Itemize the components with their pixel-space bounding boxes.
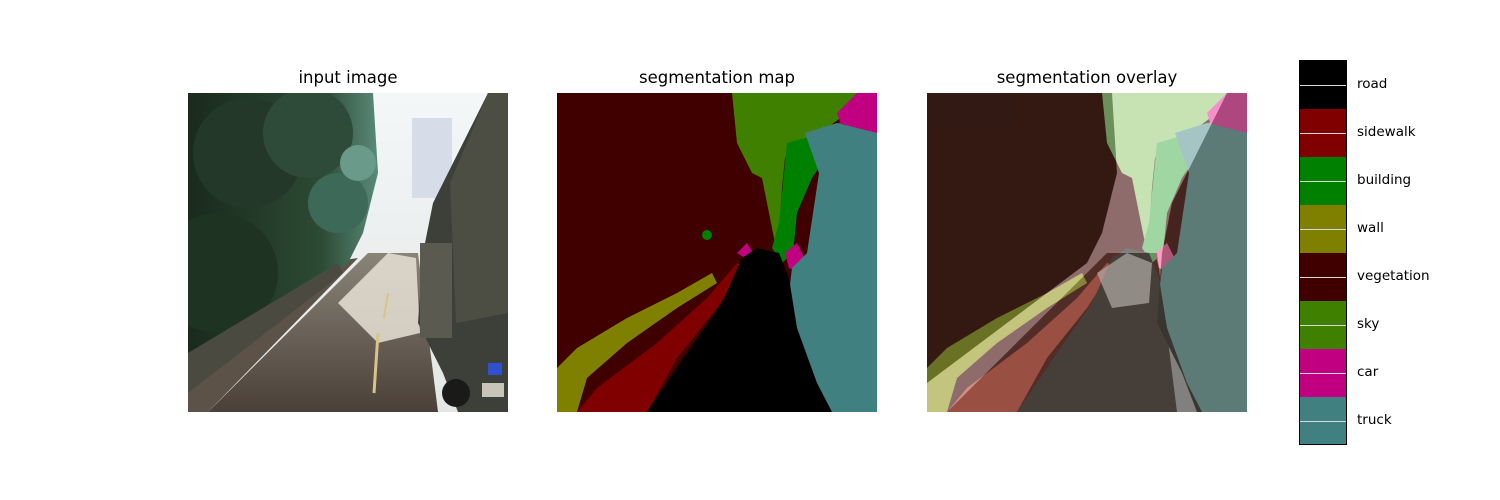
legend-label-truck: truck	[1357, 412, 1392, 428]
legend-tick	[1300, 277, 1346, 278]
input-image-title: input image	[298, 68, 398, 87]
legend-tick	[1300, 133, 1346, 134]
legend-swatch-wall	[1300, 205, 1346, 253]
legend-label-car: car	[1357, 364, 1379, 380]
legend-swatch-road	[1300, 61, 1346, 109]
legend-swatch-car	[1300, 349, 1346, 397]
legend-swatch-truck	[1300, 397, 1346, 444]
legend-label-wall: wall	[1357, 220, 1384, 236]
legend-tick	[1300, 421, 1346, 422]
segmentation-overlay-image	[927, 93, 1247, 412]
legend-label-building: building	[1357, 172, 1412, 188]
segmentation-map-image	[557, 93, 877, 412]
legend-label-sidewalk: sidewalk	[1357, 124, 1416, 140]
class-legend	[1299, 60, 1347, 445]
input-image	[188, 93, 508, 412]
street-scene-photo	[188, 93, 508, 412]
legend-label-sky: sky	[1357, 316, 1380, 332]
segmentation-map-title: segmentation map	[639, 68, 795, 87]
legend-tick	[1300, 181, 1346, 182]
legend-swatch-building	[1300, 157, 1346, 205]
legend-label-road: road	[1357, 76, 1388, 92]
legend-tick	[1300, 325, 1346, 326]
legend-swatch-sky	[1300, 301, 1346, 349]
legend-tick	[1300, 85, 1346, 86]
legend-tick	[1300, 373, 1346, 374]
legend-label-vegetation: vegetation	[1357, 268, 1430, 284]
legend-tick	[1300, 229, 1346, 230]
segmentation-overlay-title: segmentation overlay	[996, 68, 1178, 87]
segmentation-overlay	[927, 93, 1247, 412]
segmentation-map	[557, 93, 877, 412]
legend-swatch-vegetation	[1300, 253, 1346, 301]
legend-swatch-sidewalk	[1300, 109, 1346, 157]
